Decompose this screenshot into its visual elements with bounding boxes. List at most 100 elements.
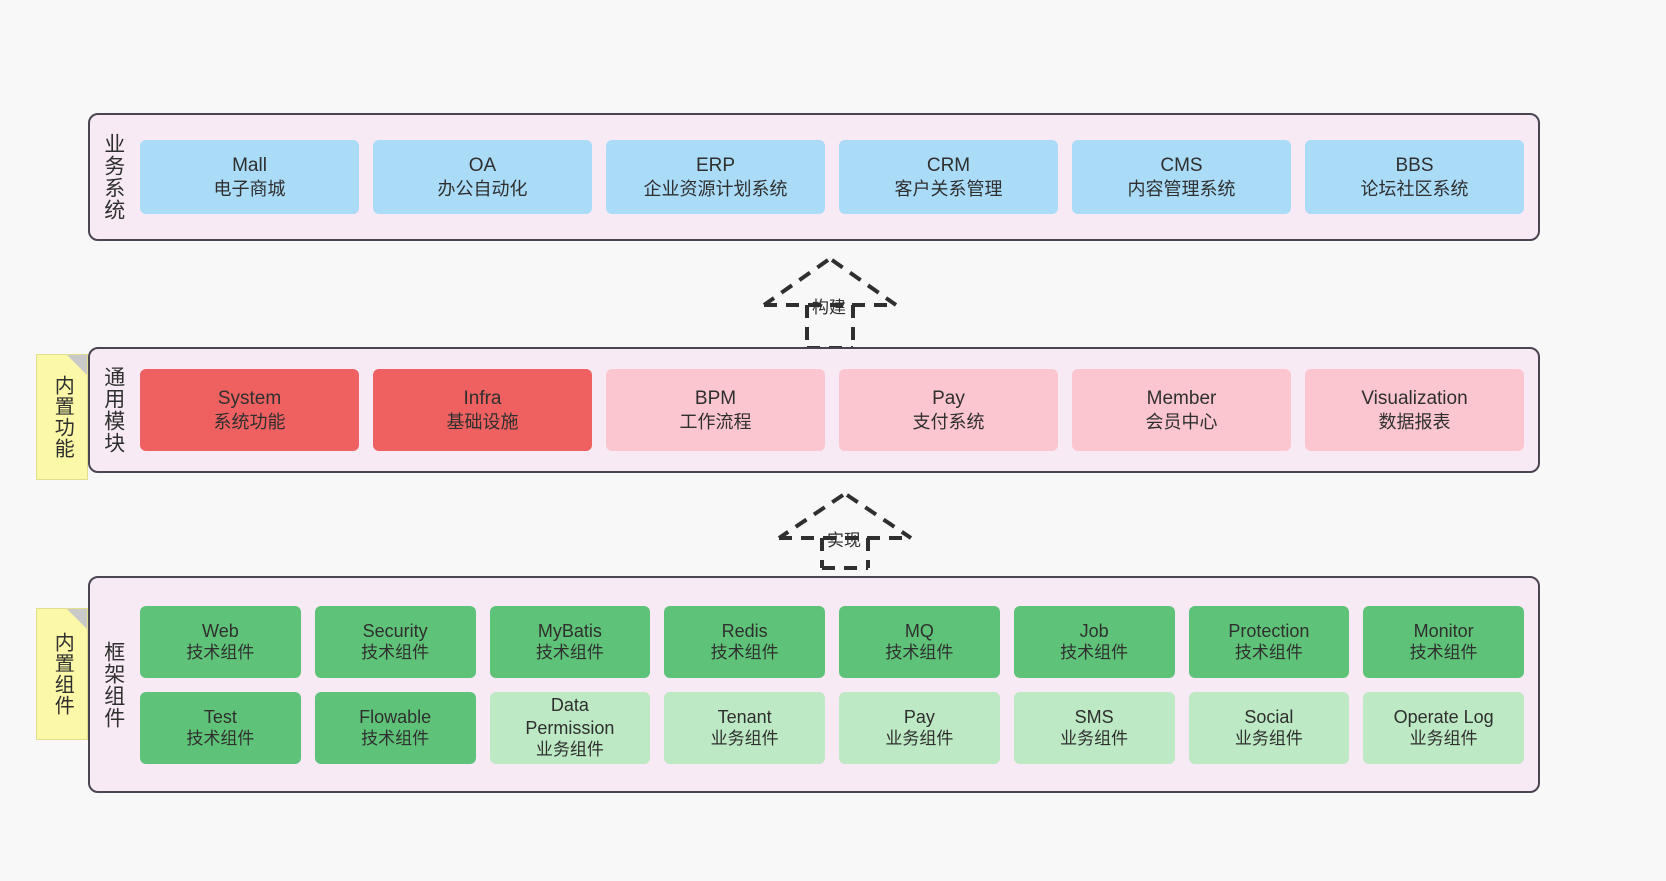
node-sms-en: SMS	[1074, 706, 1114, 727]
node-infra[interactable]: Infra 基础设施	[373, 369, 592, 451]
node-monitor-en: Monitor	[1413, 620, 1474, 641]
node-oa[interactable]: OA 办公自动化	[373, 140, 592, 214]
node-flowable[interactable]: Flowable 技术组件	[314, 691, 476, 764]
node-oa-en: OA	[468, 154, 497, 176]
node-social-cn: 业务组件	[1234, 729, 1303, 749]
node-flowable-en: Flowable	[359, 706, 432, 727]
node-bpm[interactable]: BPM 工作流程	[606, 369, 825, 451]
node-tenant[interactable]: Tenant 业务组件	[664, 691, 825, 764]
node-bbs[interactable]: BBS 论坛社区系统	[1305, 140, 1524, 214]
node-social[interactable]: Social 业务组件	[1188, 691, 1350, 764]
node-mall-en: Mall	[232, 154, 267, 176]
node-pay-module[interactable]: Pay 支付系统	[839, 369, 1058, 451]
sticky-note-builtin-function-text: 内置功能	[51, 375, 74, 459]
node-test[interactable]: Test 技术组件	[140, 691, 301, 764]
node-pay-component-cn: 业务组件	[885, 729, 954, 749]
node-sms[interactable]: SMS 业务组件	[1013, 691, 1175, 764]
node-job[interactable]: Job 技术组件	[1013, 605, 1175, 678]
node-protection[interactable]: Protection 技术组件	[1188, 605, 1350, 678]
node-crm[interactable]: CRM 客户关系管理	[839, 140, 1058, 214]
layer-framework-component: 框架组件 Web 技术组件 Security 技术组件 MyBatis 技术组件…	[88, 576, 1540, 793]
node-tenant-en: Tenant	[717, 706, 772, 727]
node-pay-component[interactable]: Pay 业务组件	[839, 691, 1000, 764]
node-protection-cn: 技术组件	[1234, 643, 1303, 663]
node-mall[interactable]: Mall 电子商城	[140, 140, 359, 214]
node-operate-log-cn: 业务组件	[1409, 729, 1478, 749]
node-member-en: Member	[1146, 387, 1217, 409]
node-redis-cn: 技术组件	[710, 643, 779, 663]
node-crm-en: CRM	[926, 154, 971, 176]
layer-title-business: 业务系统	[101, 133, 125, 221]
node-mall-cn: 电子商城	[213, 178, 286, 199]
node-mq-en: MQ	[904, 620, 934, 641]
node-test-cn: 技术组件	[186, 729, 255, 749]
node-member-cn: 会员中心	[1145, 411, 1218, 432]
node-job-cn: 技术组件	[1060, 643, 1129, 663]
layer-body-framework: Web 技术组件 Security 技术组件 MyBatis 技术组件 Redi…	[136, 578, 1538, 791]
node-protection-en: Protection	[1228, 620, 1310, 641]
node-visualization-cn: 数据报表	[1378, 411, 1451, 432]
node-operate-log[interactable]: Operate Log 业务组件	[1363, 691, 1524, 764]
node-member[interactable]: Member 会员中心	[1072, 369, 1291, 451]
node-oa-cn: 办公自动化	[437, 178, 528, 199]
sticky-note-builtin-function: 内置功能	[36, 354, 88, 480]
node-monitor-cn: 技术组件	[1409, 643, 1478, 663]
node-web-en: Web	[202, 620, 239, 641]
node-system-en: System	[217, 387, 282, 409]
node-operate-log-en: Operate Log	[1393, 706, 1494, 727]
node-web-cn: 技术组件	[186, 643, 255, 663]
node-mq[interactable]: MQ 技术组件	[839, 605, 1000, 678]
framework-row-technical: Web 技术组件 Security 技术组件 MyBatis 技术组件 Redi…	[140, 605, 1524, 678]
node-redis-en: Redis	[721, 620, 768, 641]
sticky-note-builtin-component: 内置组件	[36, 608, 88, 740]
arrow-implement-icon	[777, 493, 913, 570]
layer-body-business: Mall 电子商城 OA 办公自动化 ERP 企业资源计划系统 CRM 客户关系…	[136, 115, 1538, 239]
node-social-en: Social	[1244, 706, 1294, 727]
node-pay-module-en: Pay	[932, 387, 965, 409]
node-visualization[interactable]: Visualization 数据报表	[1305, 369, 1524, 451]
node-job-en: Job	[1079, 620, 1109, 641]
node-mq-cn: 技术组件	[885, 643, 954, 663]
node-crm-cn: 客户关系管理	[894, 178, 1003, 199]
layer-body-module: System 系统功能 Infra 基础设施 BPM 工作流程 Pay 支付系统…	[136, 349, 1538, 471]
node-pay-component-en: Pay	[903, 706, 935, 727]
framework-row-business: Test 技术组件 Flowable 技术组件 Data Permission …	[140, 691, 1524, 764]
node-bbs-cn: 论坛社区系统	[1360, 178, 1469, 199]
node-infra-cn: 基础设施	[446, 411, 519, 432]
node-infra-en: Infra	[463, 387, 502, 409]
node-system-cn: 系统功能	[213, 411, 286, 432]
arrow-implement: 实现	[765, 490, 925, 570]
arrow-build-label: 构建	[812, 298, 846, 317]
node-erp-en: ERP	[695, 154, 736, 176]
node-bbs-en: BBS	[1395, 154, 1434, 176]
node-mybatis-cn: 技术组件	[535, 643, 604, 663]
node-data-permission[interactable]: Data Permission 业务组件	[489, 691, 651, 764]
node-pay-module-cn: 支付系统	[912, 411, 985, 432]
node-erp[interactable]: ERP 企业资源计划系统	[606, 140, 825, 214]
arrow-implement-label: 实现	[827, 531, 861, 550]
node-data-permission-cn: 业务组件	[535, 740, 604, 760]
node-monitor[interactable]: Monitor 技术组件	[1363, 605, 1524, 678]
node-web[interactable]: Web 技术组件	[140, 605, 301, 678]
arrow-build: 构建	[750, 255, 910, 350]
layer-common-module: 通用模块 System 系统功能 Infra 基础设施 BPM 工作流程 Pay…	[88, 347, 1540, 473]
node-test-en: Test	[203, 706, 237, 727]
node-mybatis[interactable]: MyBatis 技术组件	[489, 605, 651, 678]
node-data-permission-en: Data Permission	[525, 695, 615, 738]
node-cms[interactable]: CMS 内容管理系统	[1072, 140, 1291, 214]
node-visualization-en: Visualization	[1361, 387, 1468, 409]
node-cms-cn: 内容管理系统	[1127, 178, 1236, 199]
node-mybatis-en: MyBatis	[537, 620, 602, 641]
node-security-en: Security	[362, 620, 428, 641]
node-sms-cn: 业务组件	[1060, 729, 1129, 749]
node-redis[interactable]: Redis 技术组件	[664, 605, 825, 678]
layer-title-module: 通用模块	[101, 366, 125, 454]
node-security-cn: 技术组件	[361, 643, 430, 663]
node-security[interactable]: Security 技术组件	[314, 605, 476, 678]
node-erp-cn: 企业资源计划系统	[643, 178, 788, 199]
node-system[interactable]: System 系统功能	[140, 369, 359, 451]
node-bpm-en: BPM	[694, 387, 737, 409]
node-bpm-cn: 工作流程	[679, 411, 752, 432]
sticky-note-builtin-component-text: 内置组件	[51, 632, 74, 716]
